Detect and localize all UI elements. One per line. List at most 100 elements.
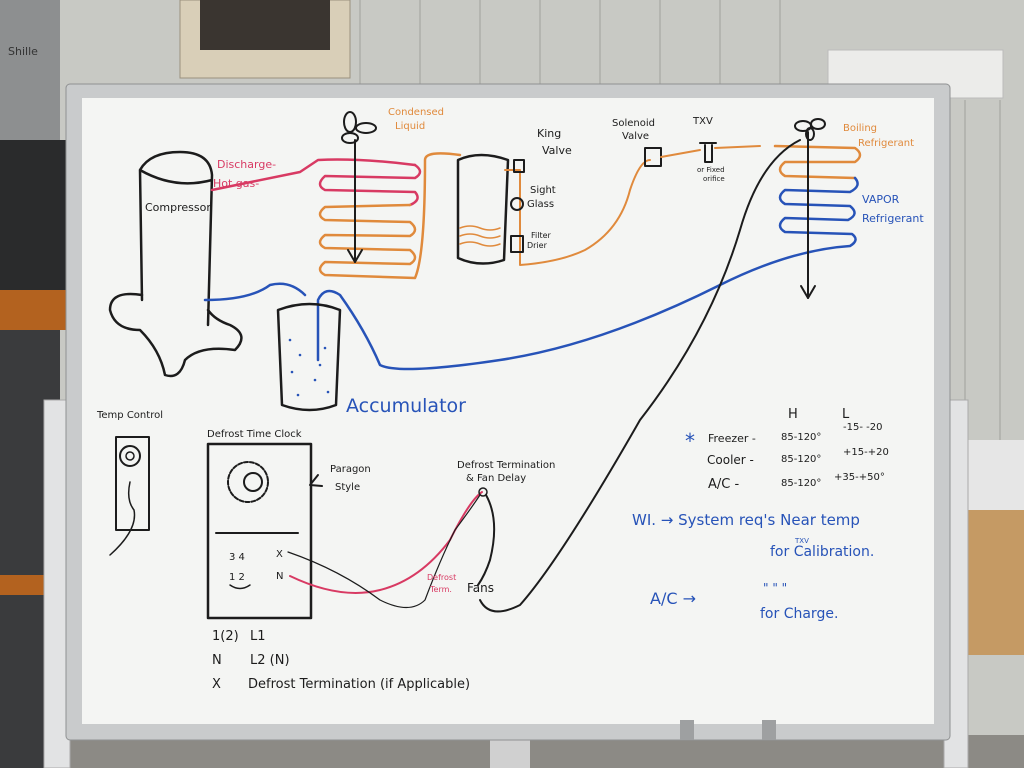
label-sight: Sight xyxy=(530,185,556,196)
label-condensed: Condensed xyxy=(388,107,444,118)
temp-control-capillary xyxy=(109,481,136,556)
label-valve: Valve xyxy=(542,144,572,157)
evaporator-coil-vapor xyxy=(718,176,859,287)
note-txv: TXV xyxy=(794,537,809,545)
terminal-n: N xyxy=(276,571,283,582)
row-freezer-high: 85-120° xyxy=(781,432,821,443)
suction-line xyxy=(203,282,722,371)
legend-value-2: L2 (N) xyxy=(250,653,290,668)
label-drier: Drier xyxy=(527,241,548,250)
header-low: L xyxy=(842,407,850,422)
row-ac-name: A/C - xyxy=(708,477,739,492)
label-fan-delay: & Fan Delay xyxy=(466,473,526,484)
label-style: Style xyxy=(335,482,360,493)
label-fans: Fans xyxy=(467,581,494,595)
row-cooler-high: 85-120° xyxy=(781,454,821,465)
note-calibration: for Calibration. xyxy=(770,544,874,560)
label-defrost-term: Defrost xyxy=(427,573,456,582)
receiver-liquid xyxy=(459,225,501,247)
star-marker: * xyxy=(685,429,695,453)
legend-value-1: L1 xyxy=(250,629,266,644)
evaporator-fan-icon xyxy=(794,118,826,141)
bucket xyxy=(0,0,60,140)
jumper-12 xyxy=(229,584,251,590)
condenser-coil-liquid xyxy=(318,152,462,280)
legend-key-1: 1(2) xyxy=(212,629,239,644)
row-ac-low: +35-+50° xyxy=(834,472,885,483)
label-accumulator: Accumulator xyxy=(346,395,466,417)
label-liquid: Liquid xyxy=(395,121,425,132)
compressor-base xyxy=(108,292,243,378)
row-freezer-name: Freezer - xyxy=(708,432,756,445)
legend-key-3: X xyxy=(212,677,221,692)
board-surface xyxy=(82,98,934,724)
fan-delay-wire xyxy=(477,494,496,586)
discharge-line xyxy=(210,158,417,192)
terminal-1-2: 1 2 xyxy=(229,572,245,583)
row-ac-high: 85-120° xyxy=(781,478,821,489)
shelf-beam xyxy=(0,290,70,330)
label-discharge: Discharge- xyxy=(217,158,276,171)
stacked-trays xyxy=(968,440,1024,510)
defrost-term-wire xyxy=(287,494,481,609)
cardboard-box xyxy=(968,505,1024,655)
time-clock-dial-icon xyxy=(227,461,269,503)
receiver-tank xyxy=(456,153,510,265)
accumulator-oil-dots xyxy=(288,338,330,397)
legend-key-2: N xyxy=(212,653,222,668)
label-filter: Filter xyxy=(531,231,552,240)
evaporator-coil-boiling xyxy=(773,144,862,180)
label-term: Term. xyxy=(429,585,452,594)
label-king: King xyxy=(537,127,561,140)
label-or-fixed: or Fixed xyxy=(697,166,725,174)
note-ditto: " " " xyxy=(763,581,787,595)
airflow-arrow xyxy=(800,285,816,299)
label-compressor: Compressor xyxy=(145,201,211,214)
row-freezer-low: -15- -20 xyxy=(843,422,882,433)
label-vapor: VAPOR xyxy=(862,193,900,206)
label-vapor-refrigerant: Refrigerant xyxy=(862,212,924,225)
row-cooler-name: Cooler - xyxy=(707,453,754,467)
terminal-x: X xyxy=(276,549,283,560)
label-boiling: Boiling xyxy=(843,123,877,134)
defrost-time-clock-box xyxy=(206,442,313,620)
condenser-coil-hot xyxy=(318,163,422,207)
row-cooler-low: +15-+20 xyxy=(843,447,889,458)
defrost-termination-switch-icon xyxy=(478,487,488,497)
label-txv: TXV xyxy=(692,116,713,127)
label-hot-gas: Hot gas- xyxy=(213,177,259,190)
shelf-bin xyxy=(0,140,70,290)
label-paragon: Paragon xyxy=(330,464,371,475)
heater-grille xyxy=(200,0,330,50)
temp-control-dial-icon xyxy=(119,445,141,467)
marker-tray-clip xyxy=(762,720,776,740)
accumulator-tank xyxy=(276,302,342,412)
paragon-arrow xyxy=(309,474,323,487)
fan-wire xyxy=(479,139,801,613)
label-orifice: orifice xyxy=(703,175,725,183)
bucket-label: Shille xyxy=(8,45,38,58)
temp-control-box xyxy=(115,436,150,531)
label-glass: Glass xyxy=(527,199,554,210)
neutral-wire xyxy=(289,491,483,594)
sight-glass-icon xyxy=(510,197,524,211)
marker-tray-clip xyxy=(680,720,694,740)
note-ac: A/C → xyxy=(650,589,696,608)
txv-icon xyxy=(699,142,717,163)
condenser-fan-icon xyxy=(341,111,377,144)
label-solenoid-valve: Valve xyxy=(622,131,649,142)
label-defrost-termination: Defrost Termination xyxy=(457,460,555,471)
liquid-line xyxy=(504,159,651,266)
airflow-arrow xyxy=(347,249,363,263)
terminal-3-4: 3 4 xyxy=(229,552,245,563)
compressor-shape xyxy=(138,150,214,327)
liquid-line-to-txv xyxy=(660,145,761,158)
label-solenoid: Solenoid xyxy=(612,118,655,129)
note-wi: WI. → System req's Near temp xyxy=(632,511,860,529)
filter-drier-icon xyxy=(510,235,524,253)
king-valve-icon xyxy=(513,159,525,173)
label-defrost-time-clock: Defrost Time Clock xyxy=(207,429,302,440)
label-boiling-refrigerant: Refrigerant xyxy=(858,138,914,149)
legend-value-3: Defrost Termination (if Applicable) xyxy=(248,677,470,692)
